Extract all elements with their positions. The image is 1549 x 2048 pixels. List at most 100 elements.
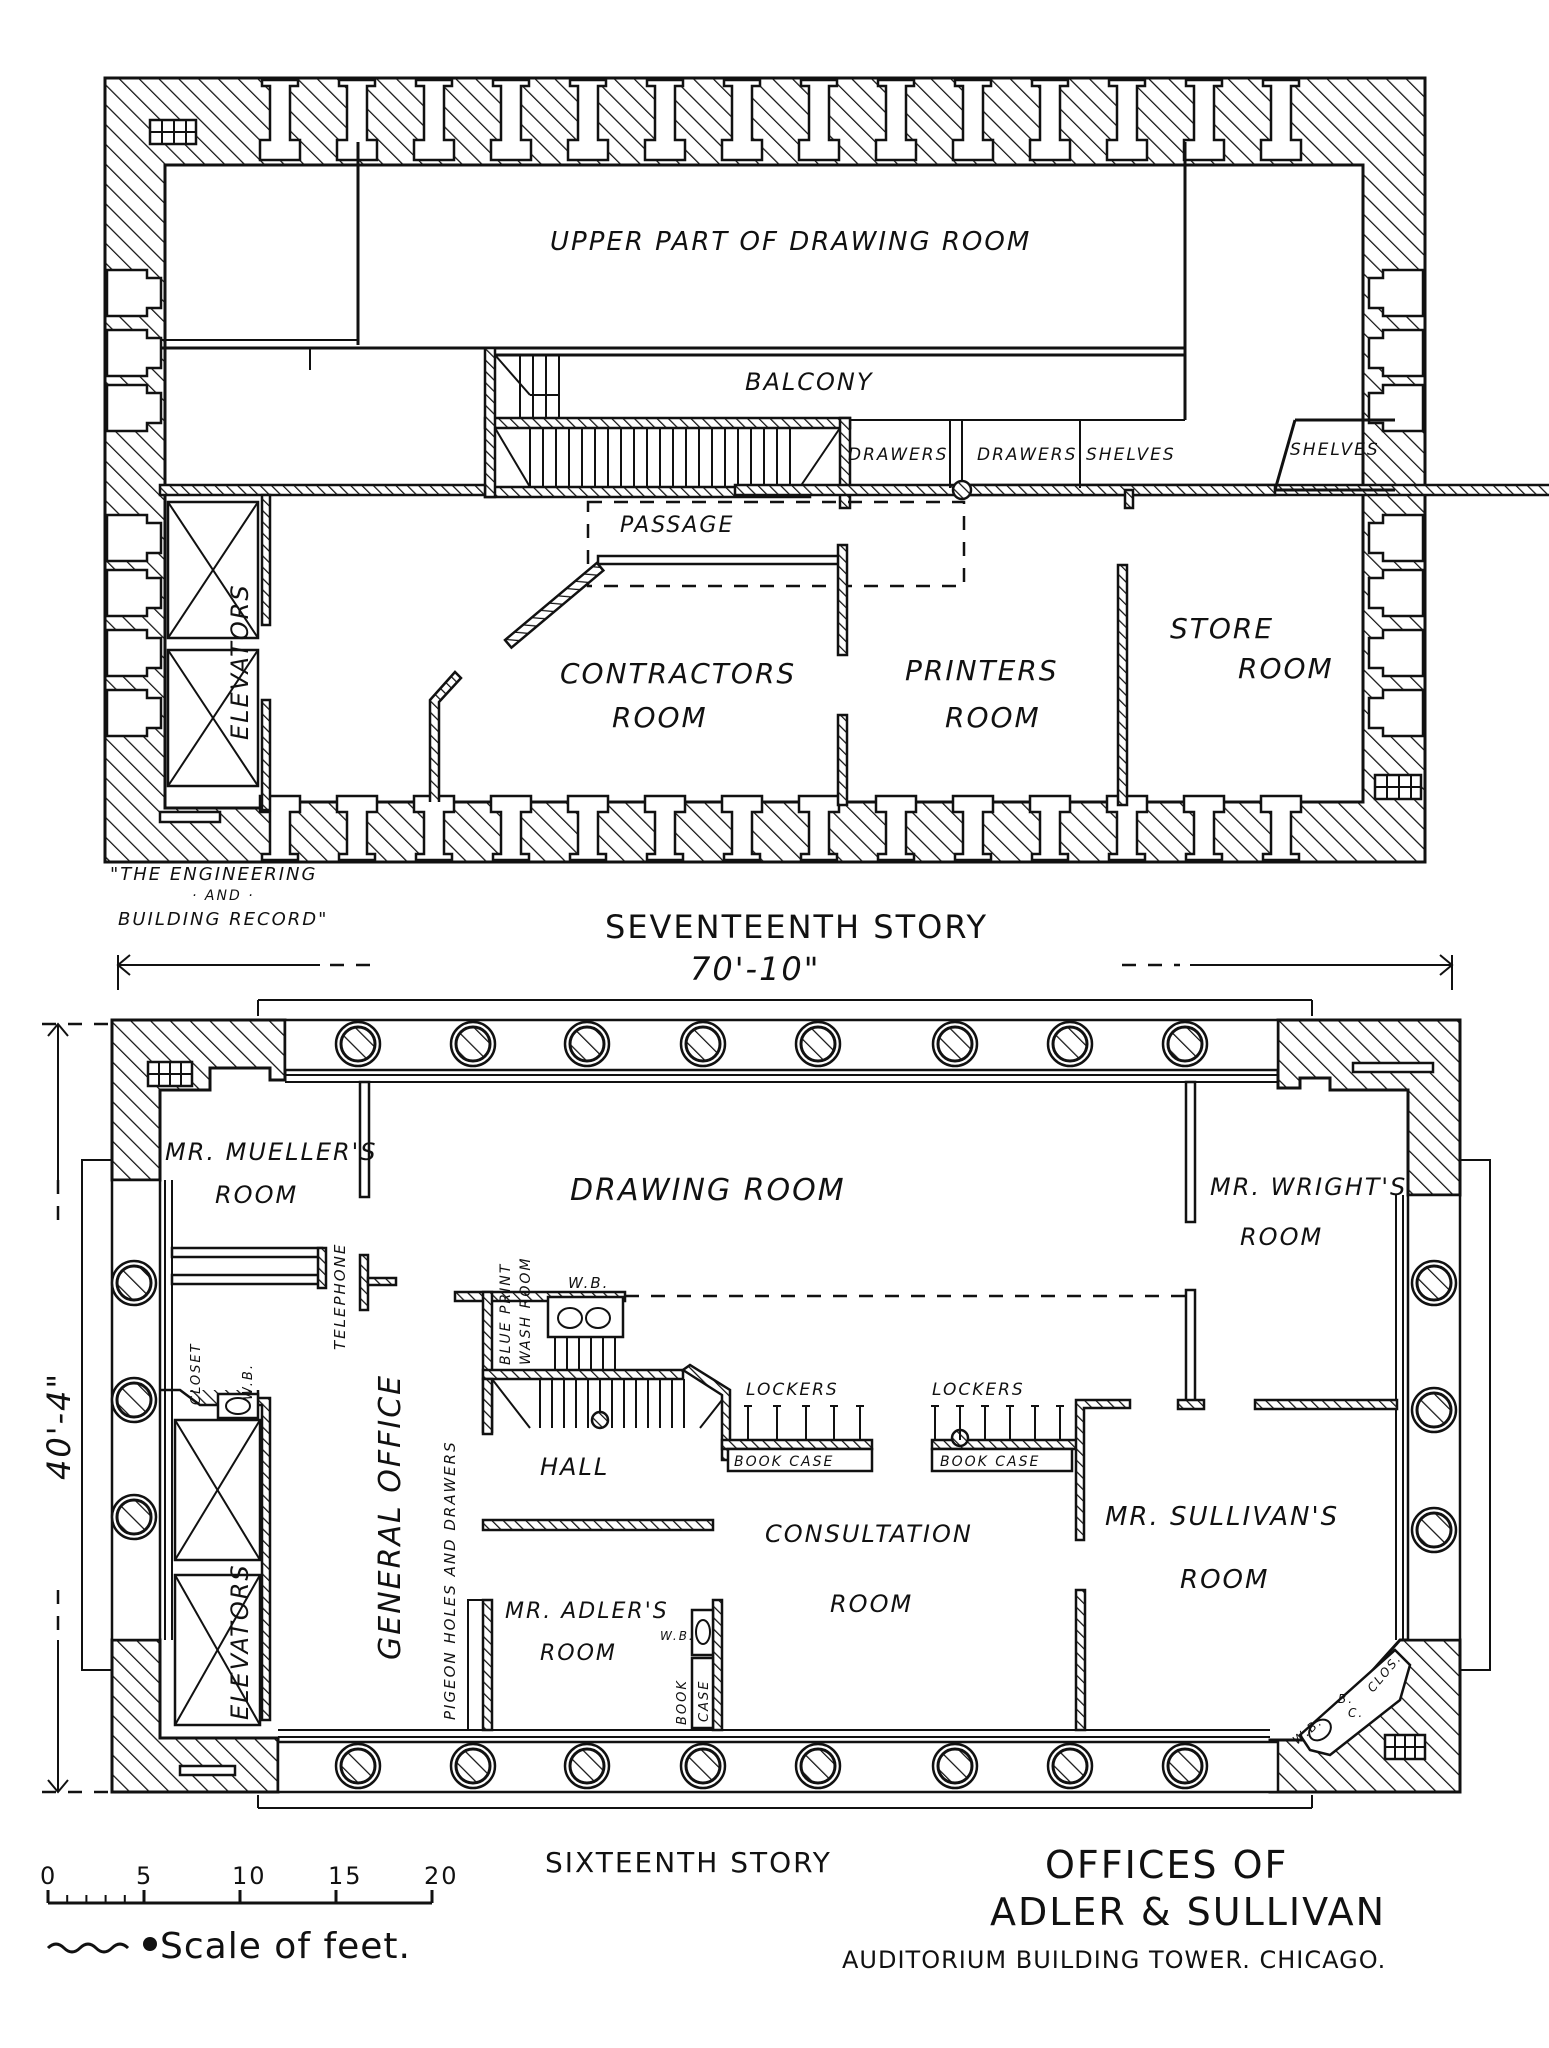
stair-16-treads xyxy=(491,1337,723,1429)
column-core xyxy=(339,1025,377,1063)
column-small xyxy=(951,479,973,501)
column-core xyxy=(1415,1264,1453,1302)
closet-diagonal xyxy=(1298,1648,1412,1757)
scale-tick-label: 0 xyxy=(40,1862,57,1890)
label-bc-1: B. xyxy=(1338,1692,1354,1706)
contractors-right-wall-lower xyxy=(836,713,849,807)
top-window-recesses xyxy=(258,78,1303,162)
seventeenth-story-title: SEVENTEENTH STORY xyxy=(605,908,988,946)
label-elevators-16: ELEVATORS xyxy=(226,1563,254,1720)
stair-winder xyxy=(799,427,841,488)
elevators-16 xyxy=(160,1388,272,1727)
book-case-2-box xyxy=(930,1447,1074,1473)
flue-slot-16-bottom-left xyxy=(178,1764,237,1777)
label-book-3a: BOOK xyxy=(675,1679,690,1725)
window-recess xyxy=(566,78,610,162)
column-core xyxy=(339,1747,377,1785)
pigeon-holes-shelf xyxy=(467,1599,484,1731)
adler-wb-box xyxy=(690,1608,715,1657)
title-block-line-1: OFFICES OF xyxy=(1045,1843,1288,1887)
column-core xyxy=(799,1025,837,1063)
width-dimension-label: 70'-10" xyxy=(690,950,821,988)
consultation-right-wall xyxy=(1074,1588,1087,1732)
label-mueller: MR. MUELLER'S xyxy=(165,1138,378,1166)
scale-flourish-icon xyxy=(46,1942,130,1954)
window-recess xyxy=(105,383,163,433)
window-recess xyxy=(1259,794,1303,862)
window-recess xyxy=(258,78,302,162)
window-recess xyxy=(1367,568,1425,618)
passage-diagonal-wall xyxy=(503,561,606,650)
label-wright: MR. WRIGHT'S xyxy=(1210,1173,1407,1201)
wright-stub xyxy=(1176,1398,1206,1411)
window-recess xyxy=(105,328,163,378)
column-core xyxy=(115,1498,153,1536)
book-case-1-wall xyxy=(720,1438,874,1451)
window-recess xyxy=(1367,383,1425,433)
credit-line-2: · AND · xyxy=(192,888,255,904)
corridor-wall xyxy=(158,483,487,497)
flue-grid-bottom-right xyxy=(1373,773,1423,801)
label-shelves-1: SHELVES xyxy=(1086,445,1176,465)
window-recess xyxy=(1105,794,1149,862)
column-core xyxy=(1051,1025,1089,1063)
flue-slot-bottom-left xyxy=(158,810,222,824)
label-store-room: ROOM xyxy=(1238,652,1334,685)
stair-wall-left xyxy=(483,346,497,499)
stair-winder xyxy=(491,1378,531,1429)
label-blue-print: BLUE PRINT xyxy=(498,1263,514,1365)
label-contractors-room: ROOM xyxy=(612,701,708,734)
column-core xyxy=(454,1025,492,1063)
label-book-case-2: BOOK CASE xyxy=(940,1454,1040,1470)
flue-grid-16-top-left xyxy=(146,1060,194,1088)
column-core xyxy=(1415,1391,1453,1429)
sixteenth-story-plan: MR. MUELLER'S ROOM DRAWING ROOM MR. WRIG… xyxy=(81,999,1491,1809)
window-recess xyxy=(720,78,764,162)
window-recess xyxy=(1367,513,1425,563)
column-core xyxy=(936,1747,974,1785)
column-core xyxy=(684,1025,722,1063)
contractors-left-wall xyxy=(428,670,463,802)
corridor-wall-right2 xyxy=(953,483,1277,497)
window-recess xyxy=(105,268,163,318)
window-recess xyxy=(412,78,456,162)
scale-dot-icon xyxy=(143,1937,157,1951)
width-dimension: 70'-10" xyxy=(116,950,1454,990)
column-core xyxy=(454,1747,492,1785)
window-recess xyxy=(720,794,764,862)
label-contractors: CONTRACTORS xyxy=(560,657,796,690)
right-window-recesses xyxy=(1367,268,1425,738)
label-elevators-17: ELEVATORS xyxy=(226,583,254,740)
label-drawers-1: DRAWERS xyxy=(848,445,948,465)
window-recess xyxy=(566,794,610,862)
label-drawers-2: DRAWERS xyxy=(977,445,1077,465)
window-recess xyxy=(1028,794,1072,862)
contractors-right-wall-upper xyxy=(836,543,849,657)
wright-partition xyxy=(1184,1080,1197,1224)
label-sullivan: MR. SULLIVAN'S xyxy=(1105,1502,1339,1532)
label-passage: PASSAGE xyxy=(620,513,734,538)
label-consultation-room: ROOM xyxy=(830,1590,913,1618)
top-wall-strip xyxy=(283,1018,1280,1072)
elevators-17 xyxy=(166,493,272,812)
title-block-line-2: ADLER & SULLIVAN xyxy=(990,1890,1386,1934)
bottom-window-recesses xyxy=(258,794,1303,862)
column-core xyxy=(1051,1747,1089,1785)
column-core xyxy=(568,1025,606,1063)
window-recess xyxy=(335,78,379,162)
label-lockers-2: LOCKERS xyxy=(932,1380,1025,1400)
height-dimension-label: 40'-4" xyxy=(40,1372,78,1480)
label-shelves-2: SHELVES xyxy=(1290,440,1380,460)
window-recess xyxy=(1367,328,1425,378)
label-sullivan-room: ROOM xyxy=(1180,1565,1269,1595)
window-recess xyxy=(258,794,302,862)
label-general-office: GENERAL OFFICE xyxy=(373,1374,408,1660)
scale-tick-label: 15 xyxy=(328,1862,363,1890)
window-recess xyxy=(105,688,163,738)
scale-tick-label: 20 xyxy=(424,1862,459,1890)
adler-bookcase xyxy=(690,1656,715,1730)
corner-top-right xyxy=(1276,1018,1462,1197)
bottom-wall-strip xyxy=(276,1740,1280,1794)
